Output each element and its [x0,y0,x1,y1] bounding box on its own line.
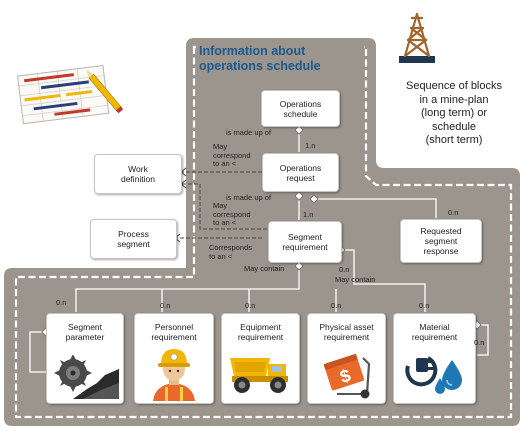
drill-bit-icon [54,355,119,399]
multiplicity-parameter: 0.n [56,298,67,307]
multiplicity-segment: 1.n [303,210,314,219]
multiplicity-material-self: 0.n [474,338,485,347]
multiplicity-response: 0.n [448,208,459,217]
dump-truck-icon [230,358,288,393]
connectors [29,126,489,373]
multiplicity-personnel: 0.n [160,301,171,310]
schedule-chart-icon [16,64,124,125]
dashed-connectors [176,171,267,239]
multiplicity-material: 0.n [419,301,430,310]
dashed-outline [14,45,513,419]
asset-cart-icon: $ [323,353,371,399]
multiplicity-loop: 0.n [339,265,350,274]
multiplicity-equipment: 0.n [245,301,256,310]
oil-derrick-icon [399,12,435,63]
multiplicity-request: 1.n [305,141,316,150]
operations-panel [4,38,520,426]
plug-water-icon [405,356,462,394]
aggregation-diamonds [41,125,482,337]
relation-may-contain-2: May contain [335,275,376,284]
relation-is-made-up-of-1: is made up of [226,128,272,137]
multiplicity-asset: 0.n [331,301,342,310]
relation-may-contain: May contain [244,264,285,273]
title-area [196,41,364,79]
pencil-icon [86,69,124,114]
miner-icon [153,349,195,401]
relation-is-made-up-of-2: is made up of [226,193,272,202]
